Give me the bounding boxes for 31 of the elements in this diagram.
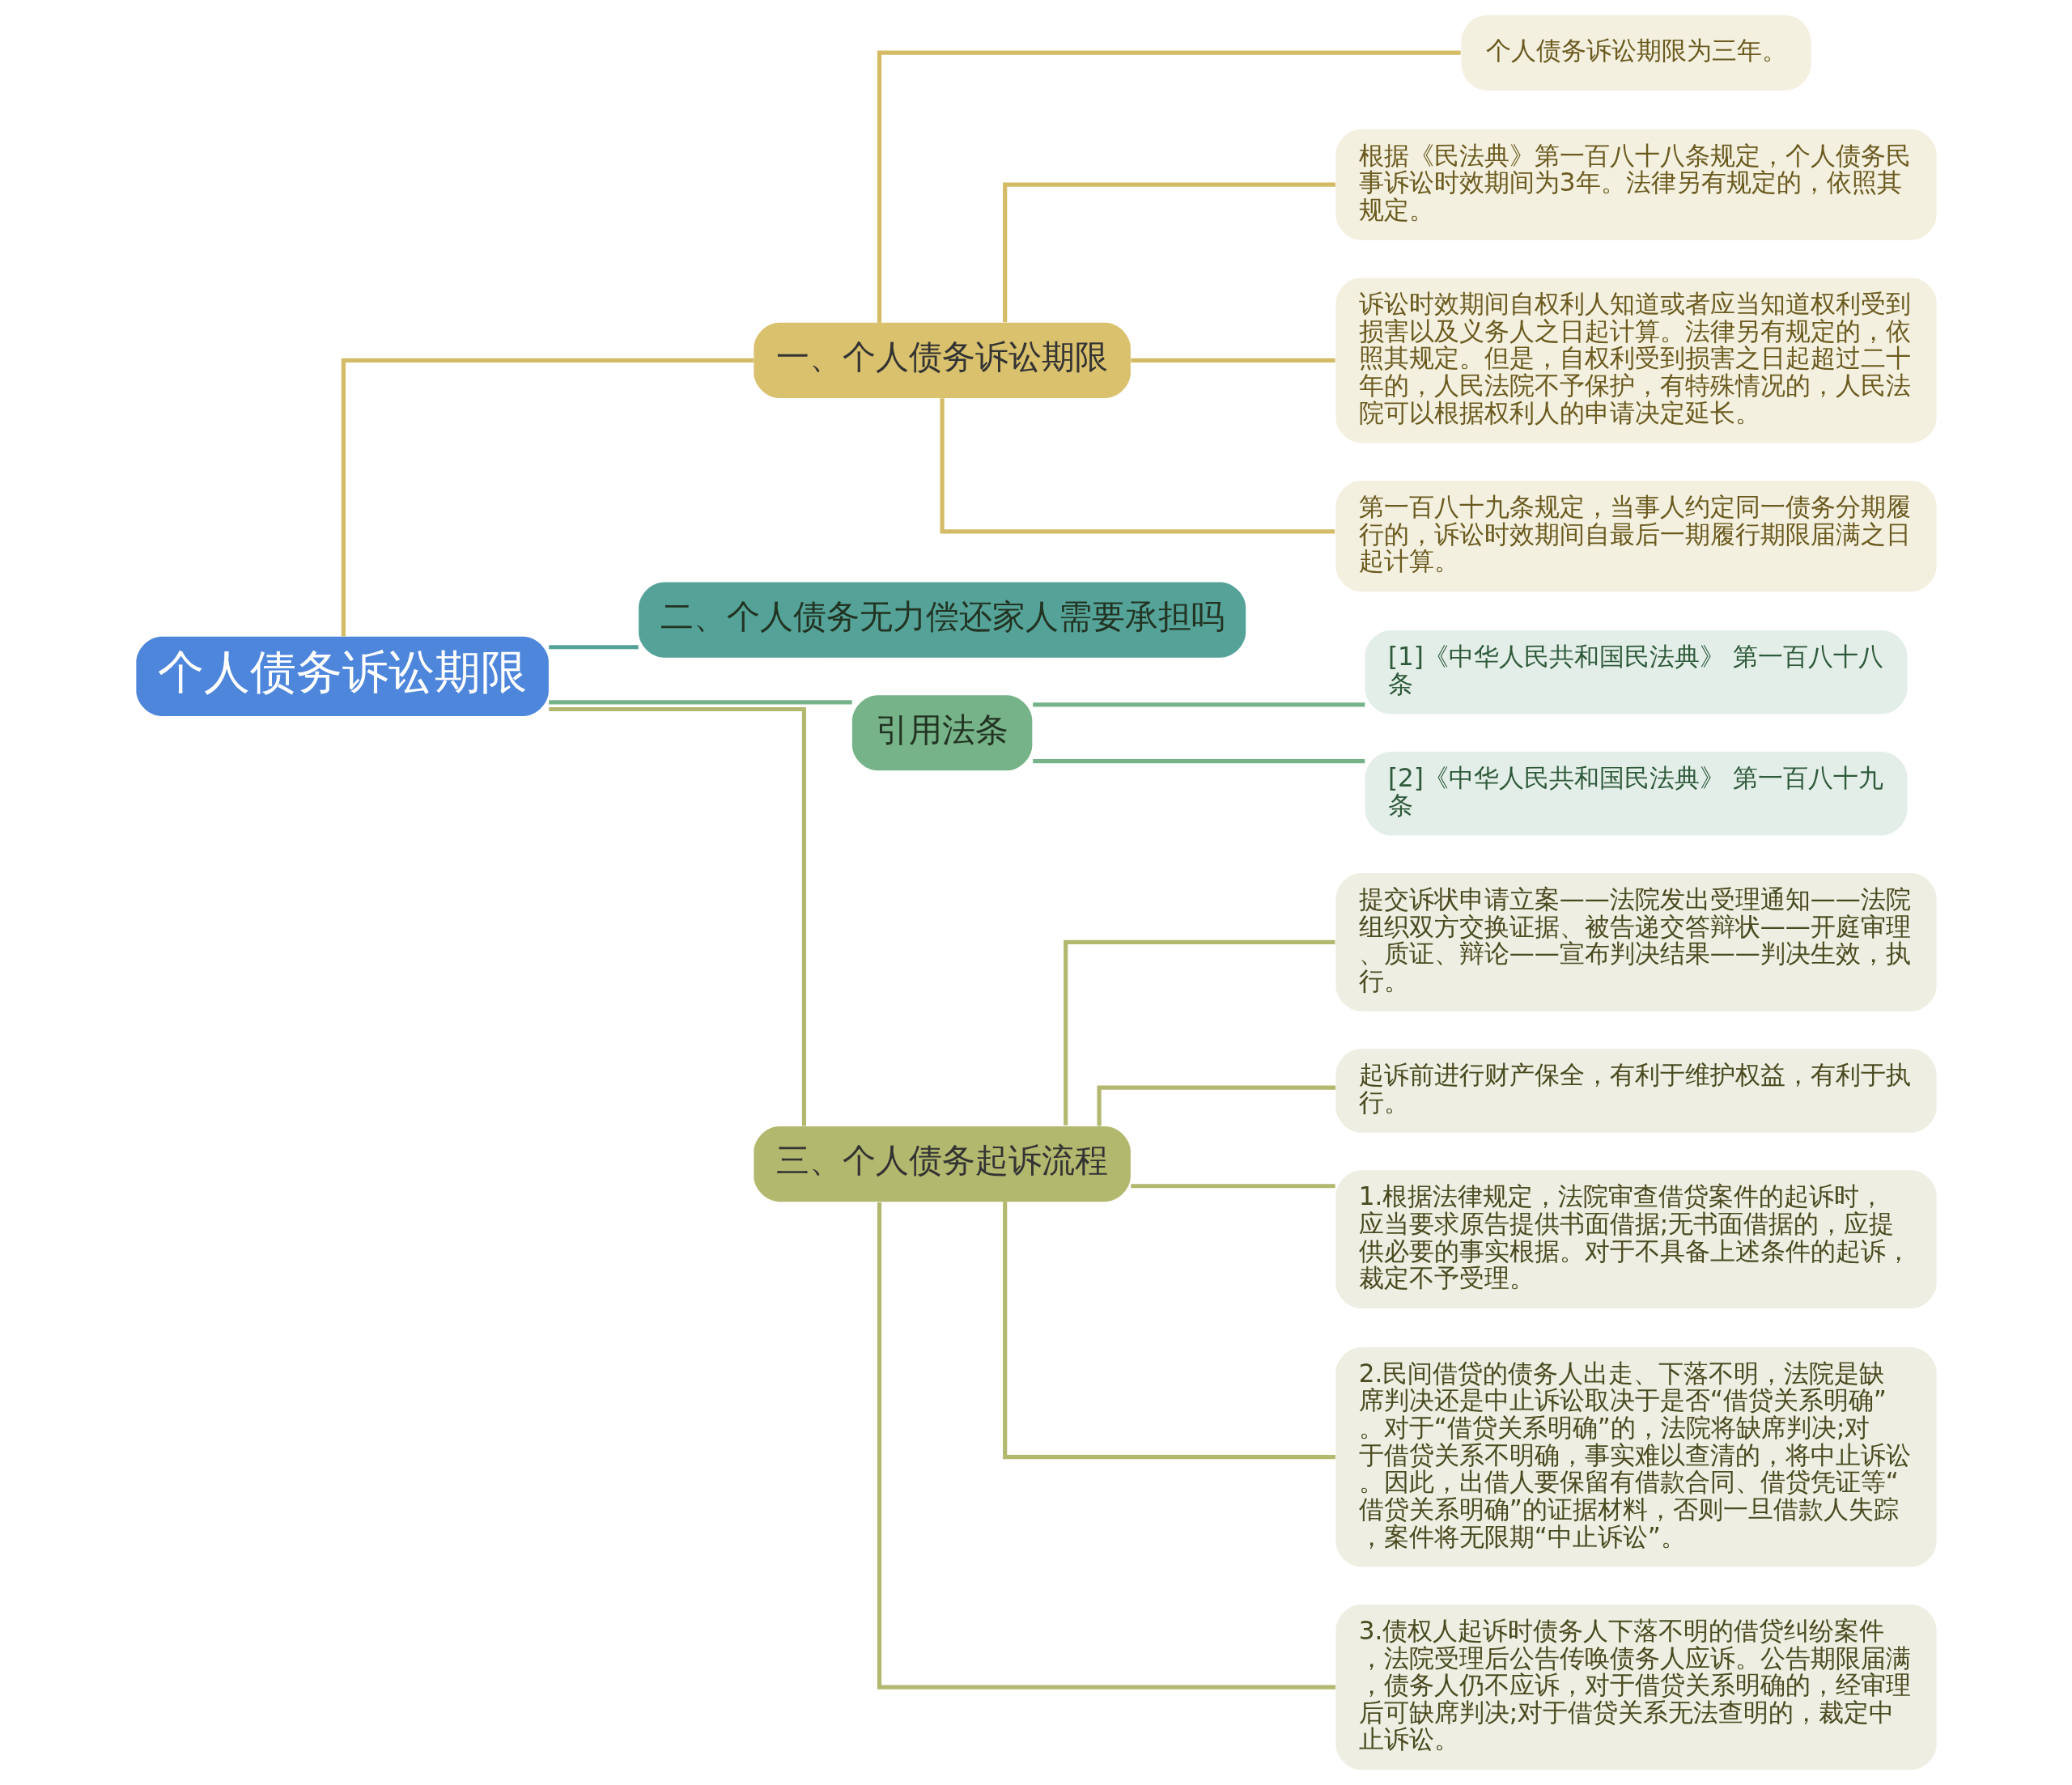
connector (548, 645, 639, 650)
node-box: 3.债权人起诉时债务人下落不明的借贷纠纷案件，法院受理后公告传唤债务人应诉。公告期限届满，债务人仍不应诉，对于借贷关系明确的，经审理后可缺席判决;对于借贷关系无法查明的，裁定中止诉讼。 (1335, 1605, 1937, 1770)
connector (1130, 358, 1335, 363)
connector (1063, 939, 1335, 1126)
node-box: [2]《中华人民共和国民法典》 第一百八十九条 (1365, 752, 1907, 836)
node-box: 一、个人债务诉讼期限 (753, 322, 1131, 398)
node-box: 个人债务诉讼期限为三年。 (1461, 15, 1811, 91)
node-box: 起诉前进行财产保全，有利于维护权益，有利于执行。 (1335, 1049, 1937, 1133)
node-box: 1.根据法律规定，法院审查借贷案件的起诉时，应当要求原告提供书面借据;无书面借据的，应提供必要的事实根据。对于不具备上述条件的起诉，裁定不予受理。 (1335, 1170, 1937, 1309)
node-box: 个人债务诉讼期限 (135, 636, 549, 717)
node-box: 引用法条 (851, 695, 1032, 771)
connector (1097, 1085, 1335, 1126)
node-box: 2.民间借贷的债务人出走、下落不明，法院是缺席判决还是中止诉讼取决于是否“借贷关系明确”。对于“借贷关系明确”的，法院将缺席判决;对于借贷关系不明确，事实难以查清的，将中止诉讼。因此，出借人要保留有借款合同、借贷凭证等“借贷关系明确”的证据材料，否则一旦借款人失踪，案件将无限期“中止诉讼”。 (1335, 1346, 1937, 1567)
node-box: 二、个人债务无力偿还家人需要承担吗 (638, 582, 1246, 658)
connector (548, 706, 806, 1126)
connector (877, 1202, 1335, 1690)
node-box: 诉讼时效期间自权利人知道或者应当知道权利受到损害以及义务人之日起计算。法律另有规定的，依照其规定。但是，自权利受到损害之日起超过二十年的，人民法院不予保护，有特殊情况的，人民法院可以根据权利人的申请决定延长。 (1335, 278, 1937, 443)
connector (1130, 1184, 1335, 1189)
node-box: [1]《中华人民共和国民法典》 第一百八十八条 (1365, 630, 1907, 714)
node-box: 第一百八十九条规定，当事人约定同一债务分期履行的，诉讼时效期间自最后一期履行期限届满之日起计算。 (1335, 481, 1937, 592)
connector (877, 50, 1461, 323)
connector (548, 700, 852, 705)
connector (1032, 759, 1365, 764)
connector (341, 358, 754, 637)
node-box: 三、个人债务起诉流程 (753, 1126, 1131, 1202)
connector (1032, 702, 1365, 707)
connector (940, 398, 1335, 534)
node-box: 提交诉状申请立案——法院发出受理通知——法院组织双方交换证据、被告递交答辩状——开庭审理、质证、辩论——宣布判决结果——判决生效，执行。 (1335, 873, 1937, 1011)
connector (1002, 182, 1335, 323)
connector (1002, 1202, 1335, 1460)
node-box: 根据《民法典》第一百八十八条规定，个人债务民事诉讼时效期间为3年。法律另有规定的，依照其规定。 (1335, 129, 1937, 240)
